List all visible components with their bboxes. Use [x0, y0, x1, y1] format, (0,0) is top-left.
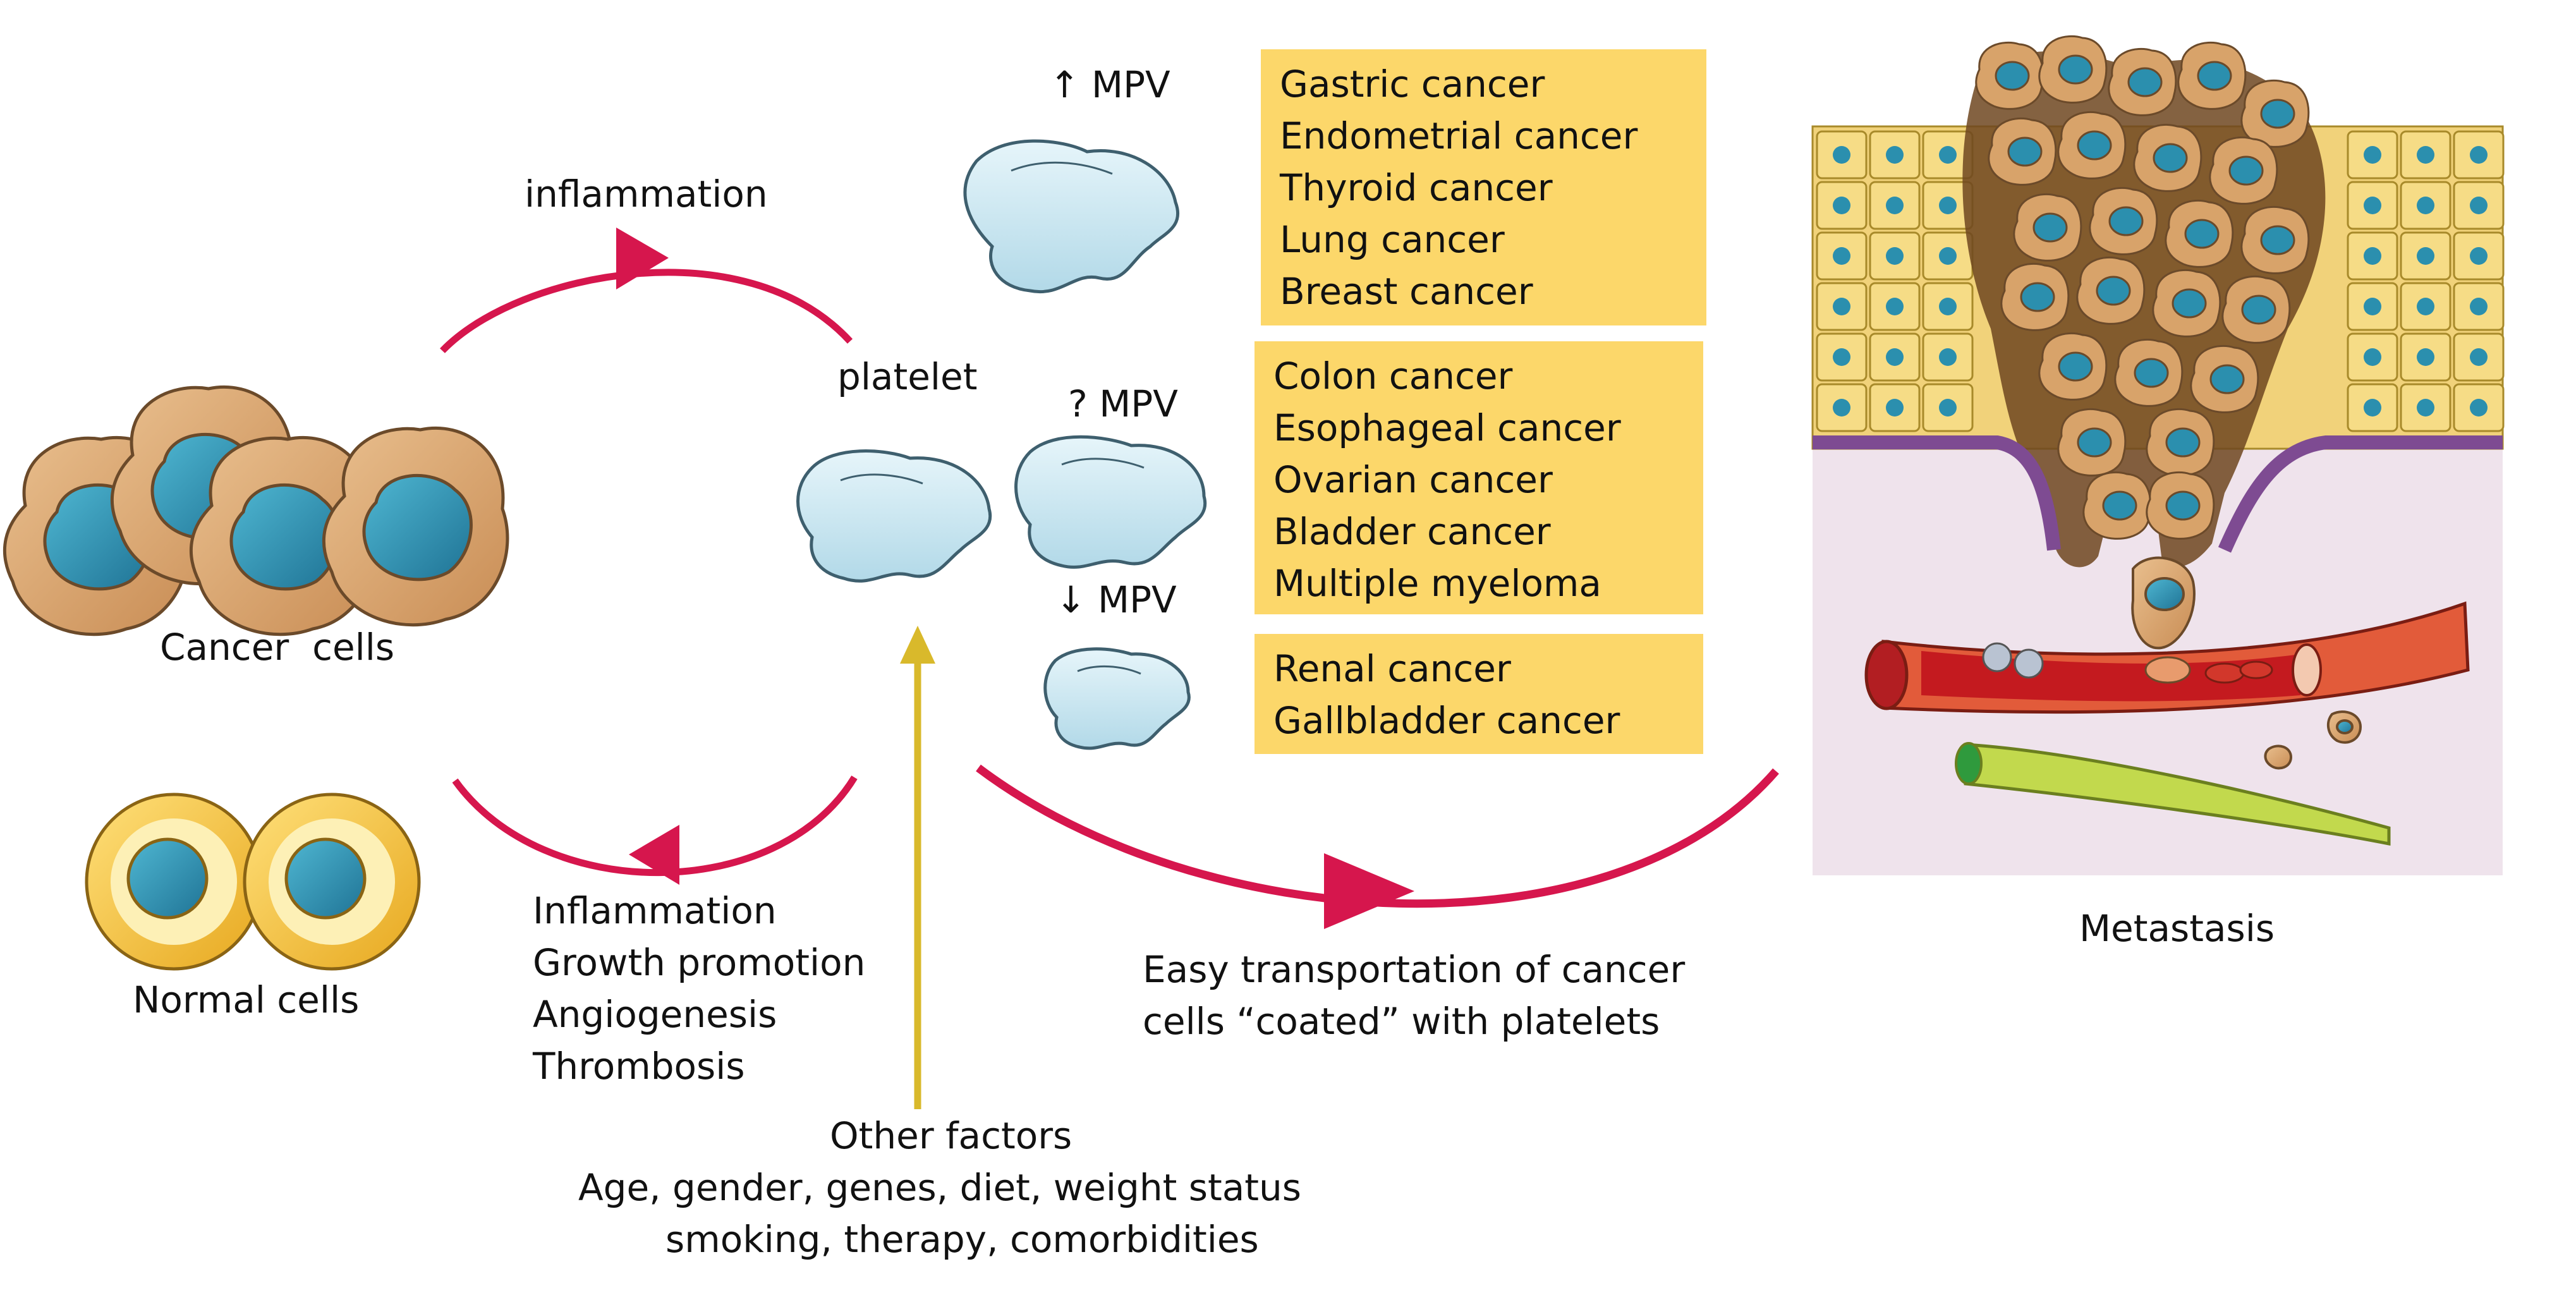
- tumor-cell: [2165, 199, 2234, 268]
- normal-cells-label: Normal cells: [133, 978, 360, 1021]
- cancer-item: Bladder cancer: [1273, 510, 1551, 553]
- metastasis-illustration: [1811, 35, 2505, 875]
- tumor-cell: [2000, 262, 2070, 331]
- transport-line: cells “coated” with platelets: [1143, 1000, 1660, 1043]
- tumor-cell: [2082, 471, 2152, 540]
- tumor-cell: [2076, 256, 2146, 325]
- cancer-item: Ovarian cancer: [1273, 458, 1553, 501]
- cancer-item: Gallbladder cancer: [1273, 699, 1620, 742]
- epithelial-cells: [1816, 130, 2505, 432]
- tumor-cell: [2038, 35, 2108, 104]
- cancer-item: Colon cancer: [1273, 355, 1513, 398]
- inflammation-label: inflammation: [525, 173, 768, 216]
- arrow-effects-head: [629, 825, 679, 885]
- tumor-cell: [2038, 332, 2108, 401]
- platelet-shapes: [796, 139, 1207, 750]
- platelet-medium: [1014, 435, 1207, 569]
- platelet-center: [796, 449, 992, 583]
- mpv-up-label: ↑ MPV: [1049, 63, 1170, 106]
- cancer-box-unknown-mpv: Colon cancer Esophageal cancer Ovarian c…: [1255, 341, 1703, 614]
- effect-item: Growth promotion: [533, 941, 866, 984]
- tumor-cell: [2209, 136, 2278, 205]
- arrow-inflammation-arc: [440, 269, 853, 353]
- tumor-cell: [2240, 205, 2310, 274]
- tumor-cell: [1988, 117, 2057, 186]
- cancer-item: Renal cancer: [1273, 647, 1511, 690]
- effect-item: Inflammation: [533, 889, 777, 932]
- cancer-item: Gastric cancer: [1280, 63, 1545, 106]
- cancer-cells-label: Cancer cells: [160, 626, 395, 669]
- tumor-cell: [2108, 47, 2177, 116]
- tumor-cell: [2152, 269, 2221, 337]
- arrow-metastasis-arc: [976, 764, 1779, 908]
- tumor-cell: [2114, 338, 2184, 407]
- tumor-cell: [2013, 193, 2082, 262]
- transport-text: Easy transportation of cancer cells “coa…: [1143, 944, 1685, 1047]
- metastasis-label: Metastasis: [2079, 907, 2275, 950]
- transport-line: Easy transportation of cancer: [1143, 948, 1686, 991]
- effect-item: Thrombosis: [533, 1045, 745, 1088]
- tumor-cell: [2190, 344, 2259, 413]
- tumor-cell: [2133, 123, 2202, 192]
- tumor-cell: [2057, 408, 2127, 477]
- cancer-item: Endometrial cancer: [1280, 114, 1638, 157]
- tumor-cell: [2146, 408, 2215, 477]
- cancer-item: Esophageal cancer: [1273, 406, 1621, 449]
- mpv-down-label: ↓ MPV: [1055, 578, 1177, 621]
- other-factors-title: Other factors: [830, 1114, 1072, 1157]
- tumor-cell: [2057, 111, 2127, 179]
- cancer-item: Thyroid cancer: [1280, 166, 1553, 209]
- arrow-metastasis-head: [1324, 853, 1414, 929]
- tumor-cell: [2146, 471, 2215, 540]
- tumor-cell: [1975, 41, 2044, 110]
- arrow-inflammation-head: [616, 228, 669, 289]
- cancer-item: Lung cancer: [1280, 218, 1505, 261]
- other-factors-line: smoking, therapy, comorbidities: [665, 1218, 1259, 1261]
- tumor-cell: [2089, 186, 2158, 255]
- tumor-cell: [2177, 41, 2247, 110]
- platelet-large: [963, 139, 1180, 294]
- cancer-cells-illustration: [3, 385, 509, 636]
- normal-cells-illustration: [85, 793, 421, 971]
- platelet-small: [1043, 647, 1191, 750]
- platelet-effects-list: Inflammation Growth promotion Angiogenes…: [533, 885, 865, 1092]
- platelet-label: platelet: [837, 355, 978, 398]
- cancer-box-increased-mpv: Gastric cancer Endometrial cancer Thyroi…: [1261, 49, 1706, 325]
- effect-item: Angiogenesis: [533, 993, 777, 1036]
- other-factors-arrow: [900, 626, 935, 1109]
- cycle-arrows: [440, 228, 1779, 929]
- other-factors-line: Age, gender, genes, diet, weight status: [578, 1166, 1301, 1209]
- tumor-cell: [2221, 275, 2291, 344]
- cancer-item: Multiple myeloma: [1273, 562, 1601, 605]
- cancer-item: Breast cancer: [1280, 270, 1533, 313]
- mpv-unknown-label: ? MPV: [1068, 382, 1178, 425]
- tumor-cell: [2240, 79, 2310, 148]
- cancer-box-decreased-mpv: Renal cancer Gallbladder cancer: [1255, 634, 1703, 754]
